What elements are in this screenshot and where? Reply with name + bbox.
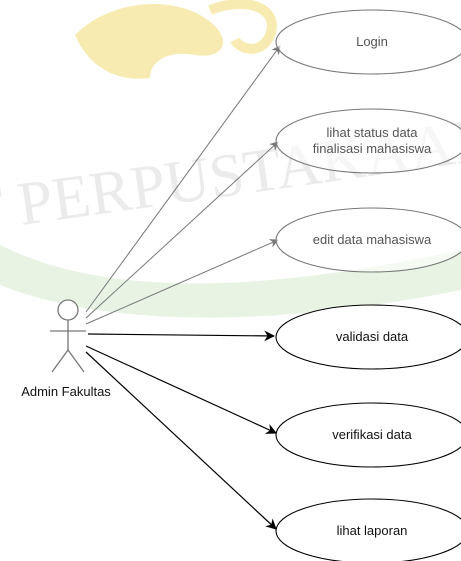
association-lihat-status [85, 141, 279, 319]
watermark-gold-shape [75, 3, 224, 79]
use-case-ellipse [275, 9, 461, 75]
association-login [85, 45, 281, 313]
use-case-label: finalisasi mahasiswa [313, 141, 432, 156]
use-case-ellipse [275, 498, 461, 561]
use-case-label: lihat laporan [337, 523, 408, 538]
association-verifikasi [85, 345, 277, 434]
use-case-lihat-laporan[interactable]: lihat laporan [275, 498, 461, 561]
use-case-label: validasi data [336, 329, 409, 344]
watermark-gold-swoosh [208, 0, 277, 54]
use-case-ellipse [275, 207, 461, 273]
association-validasi [87, 330, 276, 342]
use-case-label: Login [356, 34, 388, 49]
use-case-label: lihat status data [326, 125, 418, 140]
use-case-edit-data[interactable]: edit data mahasiswa [275, 207, 461, 273]
use-case-login[interactable]: Login [275, 9, 461, 75]
watermark-green-band [0, 245, 461, 318]
use-case-label: verifikasi data [332, 427, 412, 442]
use-case-ellipse [275, 108, 461, 174]
actor-admin-fakultas[interactable]: Admin Fakultas [21, 299, 111, 399]
actor-label: Admin Fakultas [21, 384, 111, 399]
association-lihat-laporan [85, 351, 277, 530]
use-case-ellipse [275, 402, 461, 468]
use-case-label: edit data mahasiswa [313, 232, 432, 247]
use-case-verifikasi[interactable]: verifikasi data [275, 402, 461, 468]
associations [85, 45, 281, 530]
actor-head [57, 299, 79, 321]
actor-right-leg [67, 349, 85, 373]
use-case-validasi[interactable]: validasi data [275, 304, 461, 370]
association-edit-data [85, 239, 279, 325]
actor-left-leg [51, 349, 69, 373]
use-case-ellipse [275, 304, 461, 370]
